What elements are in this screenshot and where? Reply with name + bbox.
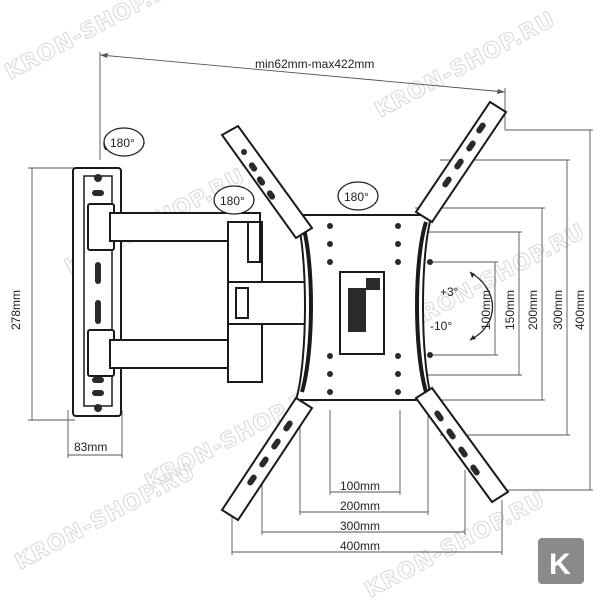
watermark-bottom-right: KRON-SHOP.RU [361, 487, 550, 600]
vesa-plate [294, 214, 434, 401]
vesa-v-300: 300mm [551, 290, 565, 330]
tilt-indicator: +3° -10° [430, 271, 493, 341]
tilt-up-label: +3° [440, 285, 459, 299]
vesa-arm-bottom-right [414, 386, 510, 504]
vesa-vertical-dimensions: 100mm 150mm 200mm 300mm 400mm [415, 129, 593, 491]
shop-badge: K [538, 538, 584, 584]
vesa-h-100: 100mm [340, 479, 380, 493]
height-dimension: 278mm [9, 167, 75, 421]
vesa-h-400: 400mm [340, 539, 380, 553]
tilt-down-label: -10° [430, 319, 452, 333]
watermark-top-right: KRON-SHOP.RU [371, 7, 560, 123]
vesa-v-400: 400mm [573, 290, 587, 330]
width-label: 83mm [74, 440, 107, 454]
vesa-v-200: 200mm [526, 290, 540, 330]
vesa-arm-top-left [220, 124, 314, 240]
width-dimension: 83mm [67, 410, 123, 458]
joint-rotation-middle: 180° [213, 185, 255, 215]
joint-rotation-wall: 180° [103, 127, 145, 157]
badge-letter: K [549, 548, 571, 581]
watermark-top-left: KRON-SHOP.RU [1, 0, 190, 85]
vesa-h-300: 300mm [340, 519, 380, 533]
joint-rotation-plate: 180° [337, 181, 379, 211]
plate-swivel-angle: 180° [344, 190, 369, 204]
arms [109, 212, 307, 383]
wall-joint [87, 203, 115, 377]
height-label: 278mm [9, 290, 23, 330]
vesa-h-200: 200mm [340, 499, 380, 513]
wall-joint-angle: 180° [110, 136, 135, 150]
vesa-arm-bottom-left [220, 396, 314, 522]
extension-label: min62mm-max422mm [255, 57, 374, 71]
middle-joint-angle: 180° [220, 194, 245, 208]
vesa-v-150: 150mm [503, 290, 517, 330]
extension-dimension: min62mm-max422mm [99, 52, 506, 160]
vesa-arm-top-right [414, 100, 508, 224]
vesa-horizontal-dimensions: 100mm 200mm 300mm 400mm [231, 400, 503, 555]
